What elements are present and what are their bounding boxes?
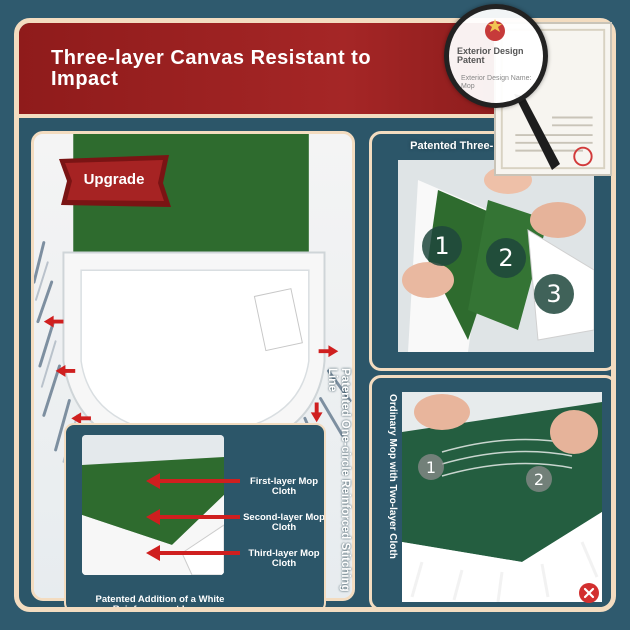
layers-inset: First-layer Mop Cloth Second-layer Mop C…: [64, 423, 326, 612]
magnifier-lens: Exterior Design Patent Exterior Design N…: [444, 4, 548, 108]
three-layer-panel: Patented Three-layer Mop Cloth 1 2 3: [369, 131, 611, 371]
third-layer-label: Third-layer Mop Cloth: [248, 548, 320, 569]
emblem-icon: [485, 19, 505, 41]
badge-ribbon-icon: [59, 155, 171, 207]
red-arrow-icon: [146, 473, 240, 561]
number-circle-2: 2: [526, 466, 552, 492]
first-layer-label: First-layer Mop Cloth: [249, 476, 319, 497]
two-layer-mop-illustration: [402, 392, 602, 602]
number-circle-3: 3: [534, 274, 574, 314]
number-circle-1: 1: [418, 454, 444, 480]
page-title: Three-layer Canvas Resistant to Impact: [51, 47, 372, 90]
reinforcement-layer-label: Patented Addition of a White Reinforceme…: [95, 594, 225, 612]
close-icon: [579, 583, 599, 603]
number-circle-1: 1: [422, 226, 462, 266]
badge-label: Upgrade: [83, 171, 145, 188]
patent-certificate: Exterior Design Patent Exterior Design N…: [444, 0, 630, 180]
patent-name: Exterior Design Name: Mop: [461, 75, 532, 90]
product-frame: Three-layer Canvas Resistant to Impact: [14, 18, 616, 612]
magnifier-icon: [514, 94, 560, 170]
upgrade-badge: Upgrade: [55, 153, 173, 211]
number-circle-2: 2: [486, 238, 526, 278]
two-layer-panel: Ordinary Mop with Two-layer Cloth 1 2: [369, 375, 611, 607]
patent-label: Exterior Design Patent: [457, 46, 524, 65]
stitching-line-label: Patented One-circle Reinforced Stitching…: [326, 368, 351, 592]
second-layer-label: Second-layer Mop Cloth: [243, 512, 325, 533]
